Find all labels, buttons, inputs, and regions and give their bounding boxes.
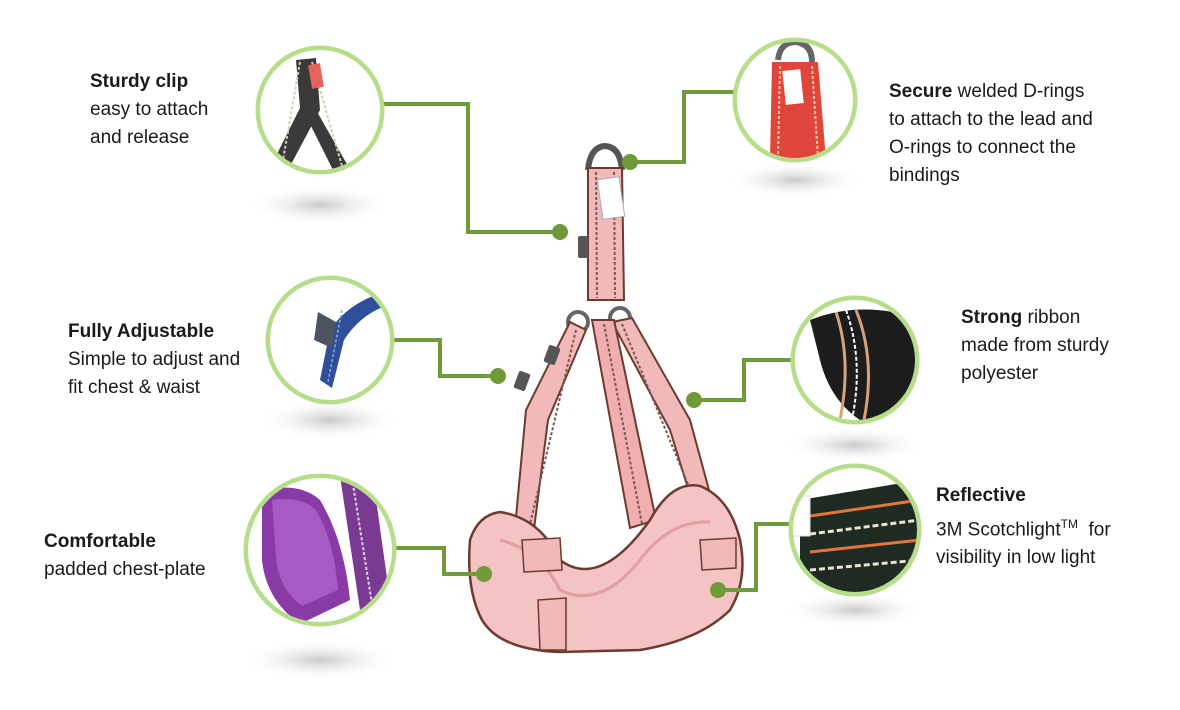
feature-reflective: Reflective 3M ScotchlightTM for visibili… [936,482,1111,572]
bubble-adjustable [265,275,395,405]
feature-title: Sturdy clip [90,71,189,92]
shadow [248,185,392,225]
feature-title: Strong [961,307,1023,328]
feature-sturdy-clip: Sturdy clip easy to attach and release [90,68,208,152]
feature-description: made from sturdy [961,335,1109,356]
feature-description: and release [90,127,190,148]
feature-description: padded chest-plate [44,559,206,580]
shadow [725,162,865,198]
feature-description: Simple to adjust and [68,349,241,370]
feature-description: for [1077,519,1111,541]
feature-description: visibility in low light [936,547,1096,569]
shadow [783,427,927,463]
feature-description: fit chest & waist [68,377,200,398]
feature-title: Comfortable [44,531,156,552]
harness-illustration [467,142,744,654]
feature-secure: Secure welded D-rings to attach to the l… [889,78,1093,190]
feature-title: Secure [889,81,953,102]
feature-strong: Strong ribbon made from sturdy polyester [961,304,1109,388]
feature-description: bindings [889,165,960,186]
feature-description: 3M Scotchlight [936,519,1061,541]
feature-adjustable: Fully Adjustable Simple to adjust and fi… [68,318,240,402]
feature-description: ribbon [1022,307,1081,328]
feature-description: welded D-rings [952,81,1085,102]
bubble-comfortable [243,473,397,627]
shadow [783,592,927,628]
trademark-mark: TM [1060,517,1078,531]
feature-description: easy to attach [90,99,209,120]
bubble-secure [732,37,858,163]
feature-comfortable: Comfortable padded chest-plate [44,528,206,584]
bubble-sturdy-clip [255,45,385,175]
shadow [240,640,400,680]
chest-plate [467,483,744,654]
d-ring-icon [585,142,625,171]
feature-description: to attach to the lead and [889,109,1093,130]
feature-description: polyester [961,363,1039,384]
bubble-reflective [788,463,922,597]
feature-title: Fully Adjustable [68,321,215,342]
shadow [258,400,402,440]
feature-description: O-rings to connect the [889,137,1076,158]
feature-title: Reflective [936,485,1026,506]
bubble-strong [790,295,920,425]
